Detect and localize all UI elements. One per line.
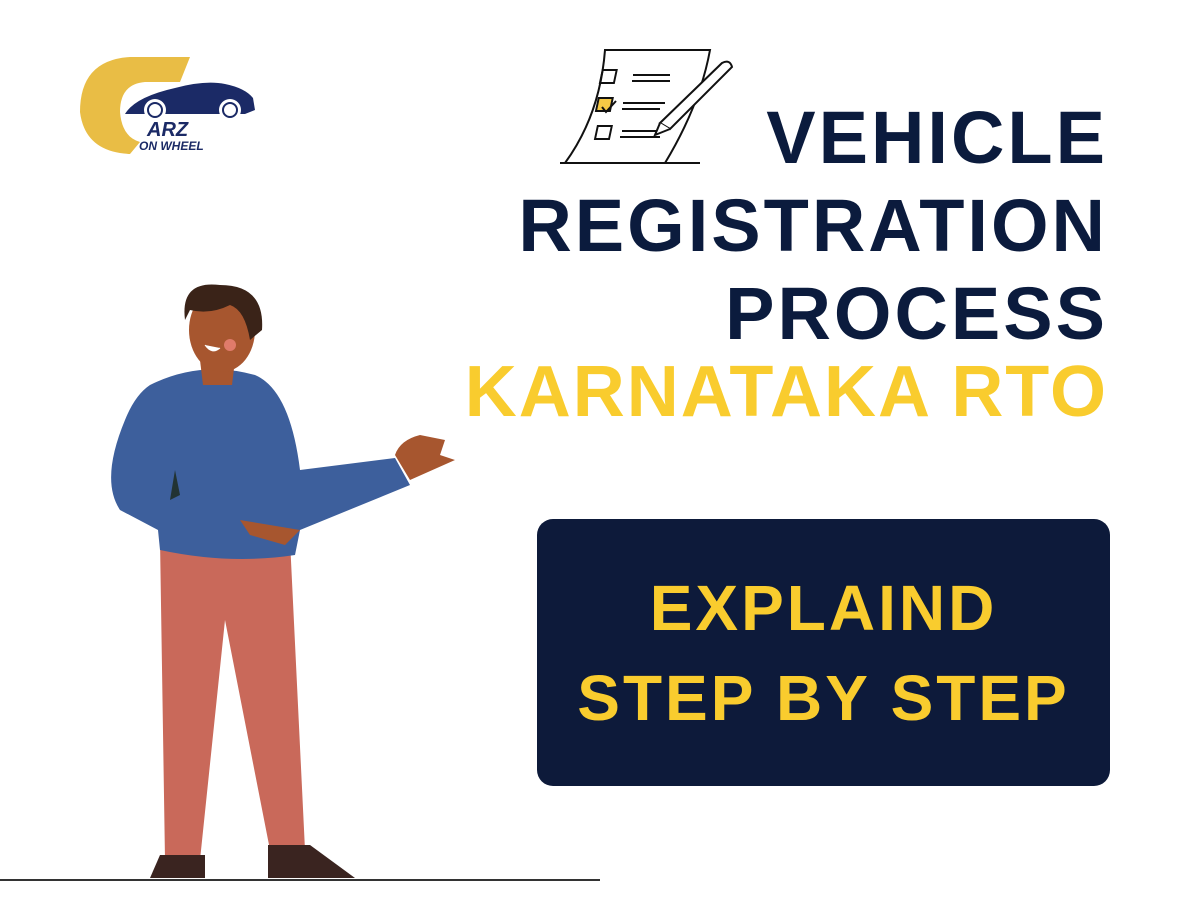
heading-line-1: VEHICLE [766, 96, 1108, 179]
checklist-document-icon [560, 49, 734, 164]
heading-line-3: PROCESS [725, 272, 1108, 355]
presenter-illustration [0, 284, 600, 881]
carz-on-wheel-logo: ARZ ON WHEEL [80, 57, 255, 154]
logo-tagline: ON WHEEL [139, 139, 204, 153]
logo-brand: ARZ [146, 119, 189, 141]
callout-line-2: STEP BY STEP [577, 661, 1070, 734]
callout-box: EXPLAIND STEP BY STEP [537, 519, 1110, 786]
callout-line-1: EXPLAIND [649, 571, 998, 644]
pen-icon [653, 60, 734, 137]
heading-subtitle: KARNATAKA RTO [464, 352, 1108, 432]
heading-line-2: REGISTRATION [518, 184, 1108, 267]
